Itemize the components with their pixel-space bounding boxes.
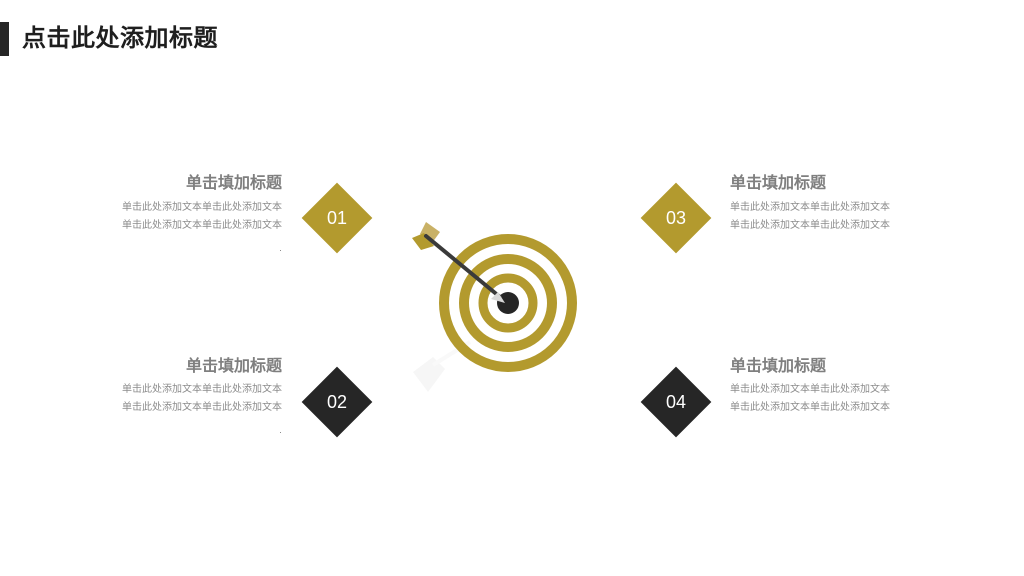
item-2-text-line-2[interactable]: 单击此处添加文本单击此处添加文本 bbox=[122, 402, 282, 413]
item-2-text-end-mark bbox=[280, 432, 281, 433]
item-4-title[interactable]: 单击填加标题 bbox=[730, 356, 827, 375]
item-1-text-line-1[interactable]: 单击此处添加文本单击此处添加文本 bbox=[122, 202, 282, 213]
item-1-title[interactable]: 单击填加标题 bbox=[185, 173, 282, 192]
item-1-text-end-mark bbox=[280, 250, 281, 251]
item-3-title[interactable]: 单击填加标题 bbox=[730, 173, 827, 192]
item-2-number: 02 bbox=[326, 392, 348, 412]
item-3-number: 03 bbox=[665, 208, 687, 228]
item-4-text-line-2[interactable]: 单击此处添加文本单击此处添加文本 bbox=[730, 402, 890, 413]
arrow-tip bbox=[491, 292, 505, 303]
item-3-text-line-1[interactable]: 单击此处添加文本单击此处添加文本 bbox=[730, 202, 890, 213]
item-1-number: 01 bbox=[326, 208, 348, 228]
title-accent-bar bbox=[0, 22, 9, 56]
item-4-number: 04 bbox=[665, 392, 687, 412]
item-3-text-line-2[interactable]: 单击此处添加文本单击此处添加文本 bbox=[730, 220, 890, 231]
item-4-text-line-1[interactable]: 单击此处添加文本单击此处添加文本 bbox=[730, 384, 890, 395]
target-with-arrow-icon bbox=[412, 222, 577, 392]
item-2-title[interactable]: 单击填加标题 bbox=[185, 356, 282, 375]
item-2-text-line-1[interactable]: 单击此处添加文本单击此处添加文本 bbox=[122, 384, 282, 395]
arrow-shaft bbox=[424, 234, 502, 299]
item-1-text-line-2[interactable]: 单击此处添加文本单击此处添加文本 bbox=[122, 220, 282, 231]
page-title[interactable]: 点击此处添加标题 bbox=[22, 24, 218, 52]
